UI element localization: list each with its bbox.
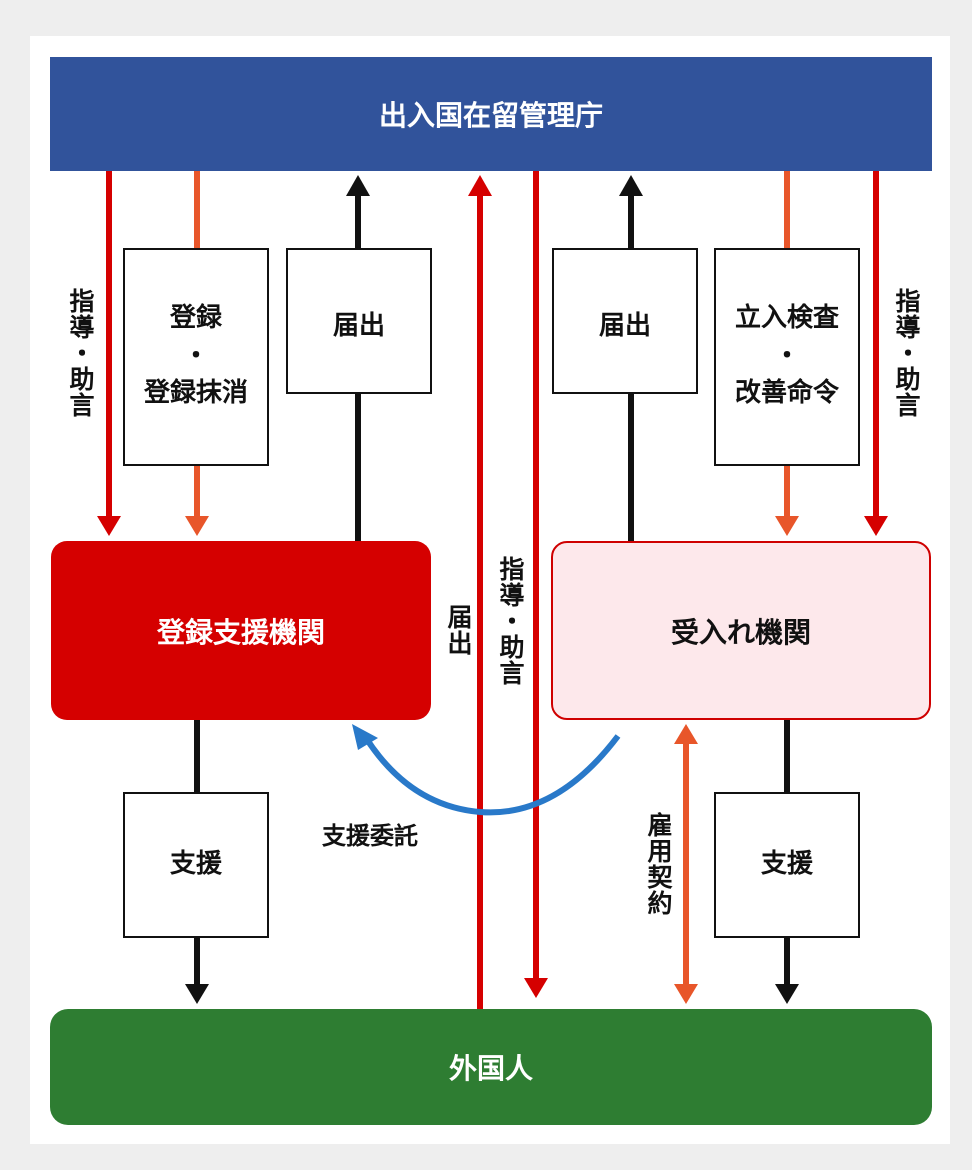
foreign-national-label: 外国人 [448,1052,533,1085]
registration-line3: 登録抹消 [143,378,248,409]
inspection-line2: ・ [773,340,800,371]
inspection-line1: 立入検査 [734,303,839,333]
right-guidance-arrow [864,171,888,536]
inspection-box: 立入検査 ・ 改善命令 [714,248,860,466]
left-support-box: 支援 [123,792,269,938]
left-notification-label: 届出 [332,311,385,341]
left-guidance-arrow [97,171,121,536]
center-guidance-label: 指導・助言 [496,556,525,686]
right-notification-label: 届出 [598,311,651,341]
right-support-label: 支援 [760,849,813,880]
right-guidance-label: 指導・助言 [892,288,921,418]
registration-line1: 登録 [169,303,222,333]
support-consignment-arrow [352,724,621,816]
foreign-national-box: 外国人 [50,1009,932,1125]
registered-support-org-label: 登録支援機関 [156,615,325,649]
left-notification-box: 届出 [286,248,432,394]
immigration-agency-label: 出入国在留管理庁 [378,99,603,132]
immigration-agency-header: 出入国在留管理庁 [50,57,932,171]
center-notification-arrow [468,175,492,1009]
inspection-line3: 改善命令 [734,378,839,409]
right-notification-box: 届出 [552,248,698,394]
registered-support-org-box: 登録支援機関 [51,541,431,720]
registration-box: 登録 ・ 登録抹消 [123,248,269,466]
center-guidance-arrow [524,171,548,998]
registration-line2: ・ [182,340,209,371]
employment-contract-arrow [674,724,698,1004]
support-consignment-label: 支援委託 [322,822,418,850]
left-guidance-label: 指導・助言 [66,288,95,418]
receiving-org-label: 受入れ機関 [670,615,811,649]
employment-contract-label: 雇用契約 [644,812,673,916]
left-support-label: 支援 [169,849,222,880]
center-notification-label: 届出 [444,604,473,656]
receiving-org-box: 受入れ機関 [551,541,931,720]
right-support-box: 支援 [714,792,860,938]
